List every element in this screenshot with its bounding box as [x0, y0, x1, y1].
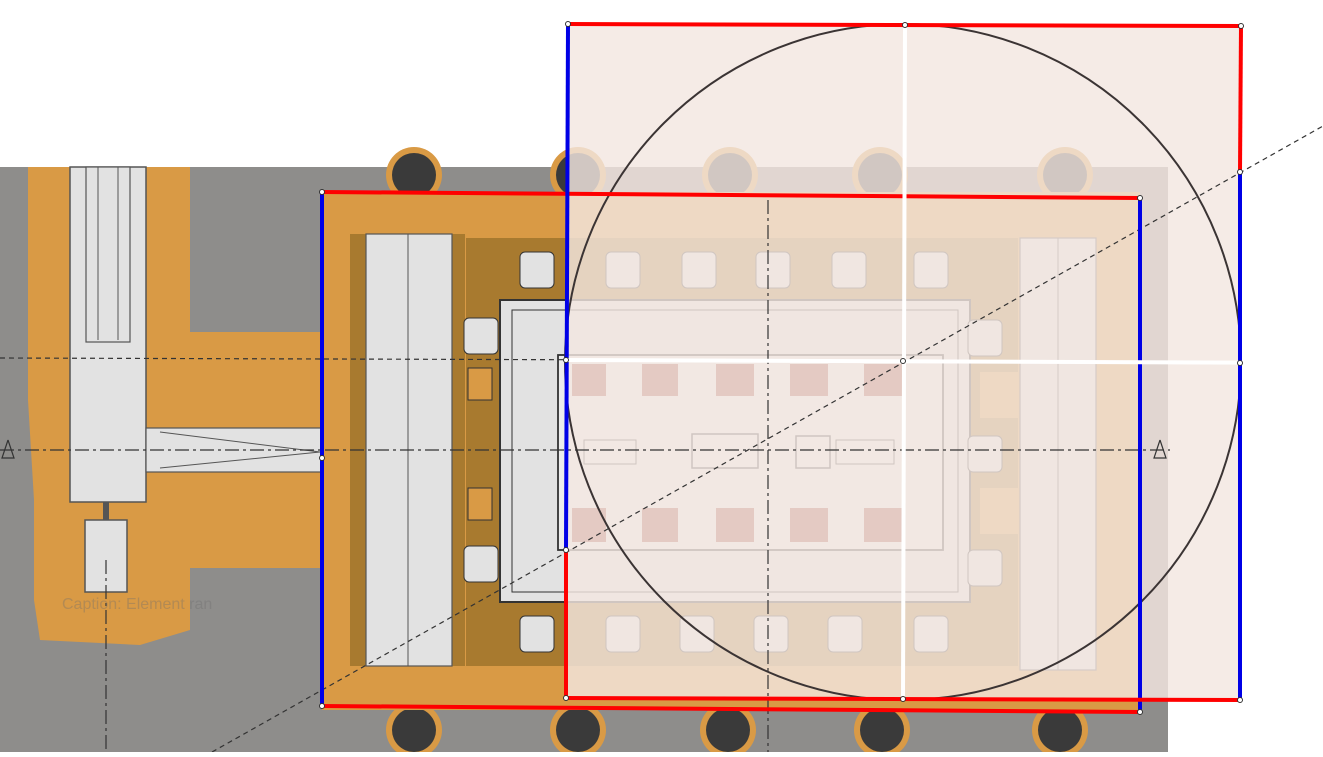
- access-path: [28, 166, 323, 645]
- bottom-pits: [386, 702, 1088, 757]
- construction-points: [319, 21, 1244, 715]
- plan-caption: Caption: Element ran: [62, 596, 213, 613]
